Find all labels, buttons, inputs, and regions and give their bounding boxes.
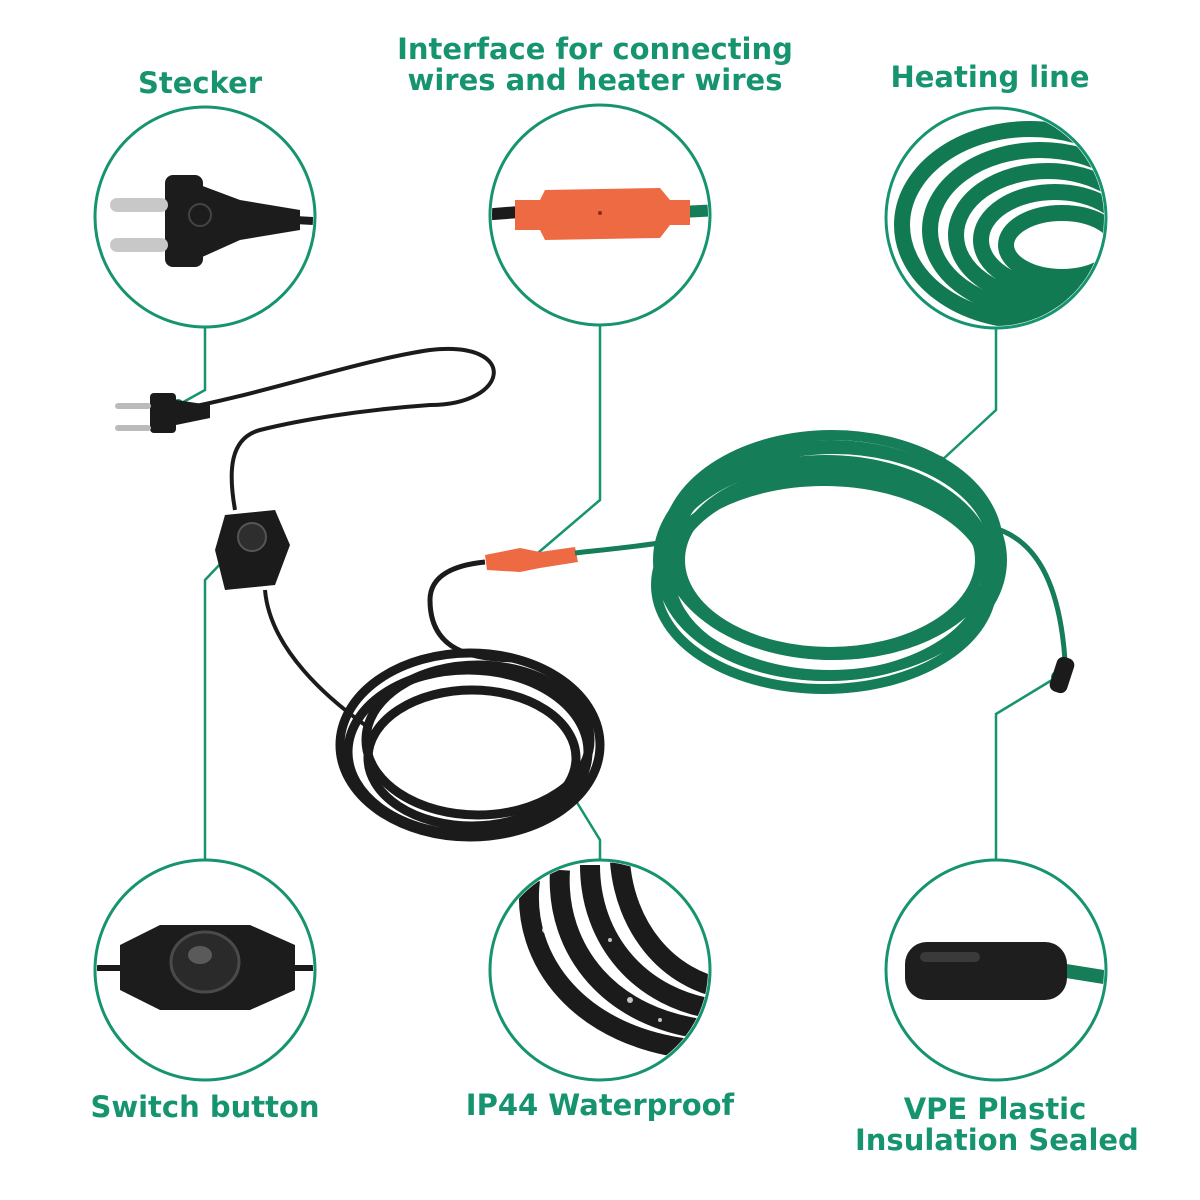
stecker-label: Stecker	[137, 66, 263, 100]
interface-label-line2: wires and heater wires	[407, 63, 783, 97]
main-green-coil	[651, 430, 1068, 694]
vpe-label-line1: VPE Plastic	[903, 1092, 1087, 1126]
wet-cable-icon	[488, 858, 712, 1082]
main-plug	[115, 346, 496, 511]
callout-lines	[177, 323, 1058, 862]
main-black-coil	[335, 559, 605, 842]
vpe-label-line2: Insulation Sealed	[855, 1123, 1139, 1157]
ip44-label: IP44 Waterproof	[465, 1088, 735, 1122]
heating-line-label: Heating line	[890, 60, 1090, 94]
plug-icon	[93, 105, 317, 329]
switch-button-label: Switch button	[90, 1090, 320, 1124]
main-switch	[215, 510, 367, 727]
main-end-cap	[1049, 656, 1075, 694]
end-cap-icon	[884, 858, 1108, 1082]
interface-label: Interface for connecting wires and heate…	[380, 34, 810, 96]
main-connector	[485, 539, 666, 572]
interface-label-line1: Interface for connecting	[397, 32, 793, 66]
heater-coil-icon	[884, 106, 1108, 330]
connector-icon	[488, 103, 712, 327]
dimmer-switch-icon	[93, 858, 317, 1082]
vpe-label: VPE Plastic Insulation Sealed	[855, 1092, 1139, 1157]
